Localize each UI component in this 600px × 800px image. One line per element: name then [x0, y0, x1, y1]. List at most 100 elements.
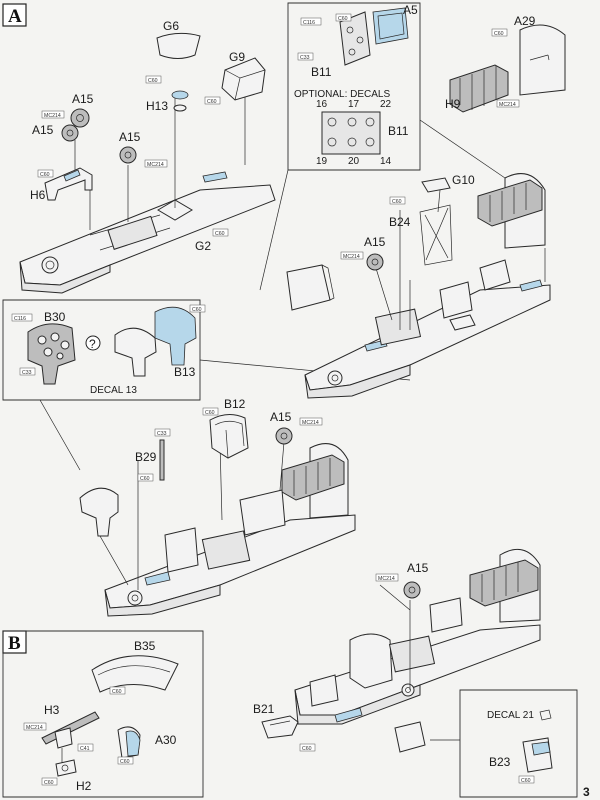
paint-code-label: MC214 [302, 420, 319, 426]
paint-code-label: C60 [392, 199, 402, 205]
decal-21-callout: DECAL 21 B23 C60 [487, 709, 553, 784]
decals-callout-frame [287, 2, 421, 171]
paint-code-label: C60 [40, 172, 50, 178]
part-label: A15 [72, 92, 94, 106]
part-label: B11 [311, 65, 332, 79]
callout-leader [259, 119, 506, 291]
paint-code-label: C60 [215, 231, 225, 237]
cockpit-floor-assembly-3 [79, 429, 356, 617]
paint-code-label: MC214 [343, 254, 360, 260]
paint-code-label: MC214 [378, 576, 395, 582]
paint-code-label: C60 [494, 31, 504, 37]
paint-code-label: MC214 [44, 113, 61, 119]
part-a5-b11: A5 B11 C60 C116 C33 [297, 3, 418, 79]
paint-code-label: C60 [521, 778, 531, 784]
step-b-marker: B [2, 630, 27, 654]
decal-13-label: DECAL 13 [90, 385, 137, 396]
instrument-panel-callout-frame [2, 299, 201, 401]
part-label: A29 [514, 14, 536, 28]
part-label: A15 [32, 123, 54, 137]
part-g2: G2 C60 [195, 228, 229, 253]
part-label: A15 [407, 561, 429, 575]
paint-code-label: C116 [14, 316, 26, 322]
part-label: G10 [452, 173, 475, 187]
paint-code-label: C60 [205, 410, 215, 416]
paint-code-label: C60 [192, 307, 202, 313]
part-a29-h9: A29 C60 H9 MC214 [445, 14, 566, 113]
seat-base [157, 199, 193, 221]
part-a15: A15 MC214 [119, 130, 168, 168]
part-label: G6 [163, 19, 179, 33]
gun-sight-callout-frame [2, 630, 204, 798]
optional-decals-title: OPTIONAL: DECALS [294, 89, 390, 100]
part-label: 19 [316, 156, 328, 167]
part-label: H3 [44, 703, 60, 717]
paint-code-label: C60 [44, 780, 54, 786]
part-label: 17 [348, 99, 360, 110]
part-label: A15 [270, 410, 292, 424]
paint-code-label: C60 [338, 16, 348, 22]
part-b13-placed [79, 487, 119, 537]
paint-code-label: C41 [80, 746, 90, 752]
part-label: A5 [403, 3, 418, 17]
paint-code-label: C60 [120, 759, 130, 765]
paint-code-label: C116 [303, 20, 315, 26]
part-label: B29 [135, 450, 157, 464]
part-label: 16 [316, 99, 328, 110]
part-a15: A15 MC214 A15 [32, 92, 94, 142]
question-mark: ? [89, 337, 96, 351]
part-label: B35 [134, 639, 156, 653]
part-label: A15 [364, 235, 386, 249]
part-label: B30 [44, 310, 66, 324]
cockpit-floor-assembly-1 [19, 85, 276, 294]
part-label: 22 [380, 99, 392, 110]
paint-code-label: MC214 [26, 725, 43, 731]
optional-decals: OPTIONAL: DECALS 16 17 22 B11 19 20 14 [294, 89, 409, 167]
paint-code-label: C60 [140, 476, 150, 482]
part-g9: G9 C60 [204, 50, 266, 105]
part-h6: H6 C60 [30, 167, 93, 202]
paint-code-label: C33 [157, 431, 167, 437]
paint-code-label: C60 [148, 78, 158, 84]
cockpit-floor-assembly-4 [294, 548, 541, 725]
part-label: H9 [445, 97, 461, 111]
step-a-marker: A [2, 3, 27, 27]
part-label: B24 [389, 215, 411, 229]
part-label: B23 [489, 755, 511, 769]
part-label: B11 [388, 124, 409, 138]
paint-code-label: C60 [112, 689, 122, 695]
paint-code-label: MC214 [147, 162, 164, 168]
decal-21-label: DECAL 21 [487, 710, 534, 721]
part-label: G9 [229, 50, 245, 64]
page-number: 3 [583, 785, 590, 799]
paint-code-label: C60 [207, 99, 217, 105]
part-label: B13 [174, 365, 196, 379]
part-label: 14 [380, 156, 392, 167]
paint-code-label: C33 [300, 55, 310, 61]
part-label: A30 [155, 733, 177, 747]
part-label: B12 [224, 397, 246, 411]
part-label: H2 [76, 779, 92, 793]
instrument-panel-callout: C116 B30 C33 ? C60 B13 DECAL 13 [11, 304, 206, 396]
part-label: H13 [146, 99, 168, 113]
part-b12-b29-a15: B12 C60 C33 B29 C60 A15 MC214 [135, 397, 323, 482]
gun-sight-callout: B35 C60 H3 MC214 C41 A30 C60 C60 H2 [23, 639, 179, 793]
decal-21-callout-frame [459, 689, 578, 798]
cockpit-floor-assembly-2 [286, 173, 551, 399]
part-label: G2 [195, 239, 211, 253]
paint-code-label: C33 [22, 370, 32, 376]
part-label: 20 [348, 156, 360, 167]
part-label: A15 [119, 130, 141, 144]
part-g6: G6 [156, 19, 201, 59]
part-label: B21 [253, 702, 275, 716]
paint-code-label: MC214 [499, 102, 516, 108]
part-h13: H13 C60 [145, 75, 189, 113]
step-b-label: B [8, 633, 21, 654]
part-g10-b24: G10 C60 B24 A15 MC214 [340, 173, 475, 271]
part-a15-b21: A15 MC214 B21 C60 [253, 561, 429, 753]
step-a-label: A [8, 6, 22, 27]
photo-etch-plate [202, 171, 228, 183]
paint-code-label: C60 [302, 746, 312, 752]
part-label: H6 [30, 188, 46, 202]
